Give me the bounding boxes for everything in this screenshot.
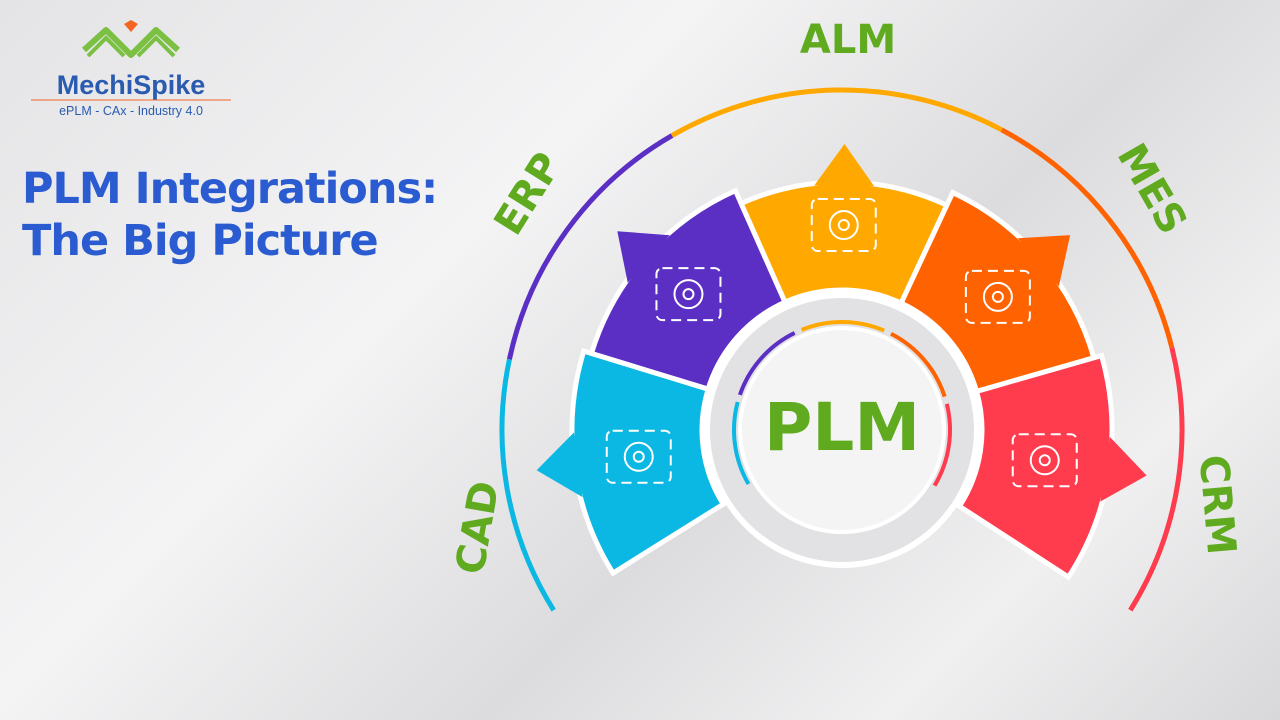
segment-erp[interactable] — [588, 187, 789, 393]
segment-arrow — [617, 231, 670, 283]
cycle-gear-icon — [810, 198, 877, 253]
center-label: PLM — [764, 389, 920, 466]
inner-arc — [732, 320, 952, 487]
segment-arrow — [1100, 437, 1147, 502]
label-erp: ERP — [486, 145, 571, 244]
center-circle — [738, 326, 946, 534]
handshake-icon — [1011, 433, 1078, 488]
segment-crm[interactable] — [955, 352, 1147, 581]
outer-arc-cad — [499, 358, 556, 612]
outer-arc-mes — [1000, 127, 1175, 349]
label-crm: CRM — [1190, 453, 1245, 557]
label-cad: CAD — [447, 478, 509, 578]
label-mes: MES — [1108, 136, 1196, 242]
outer-arc-crm — [1128, 347, 1185, 612]
page-title: PLM Integrations: The Big Picture — [22, 163, 438, 267]
machine-gear-icon — [964, 269, 1031, 324]
segment-arrow — [1017, 235, 1071, 287]
network-people-icon — [655, 267, 722, 322]
segment-cad[interactable] — [536, 347, 727, 577]
outer-arc-erp — [506, 133, 674, 360]
svg-text:ePLM - CAx - Industry 4.0: ePLM - CAx - Industry 4.0 — [59, 104, 203, 118]
segment-wedge — [955, 352, 1115, 581]
title-line-1: PLM Integrations: — [22, 164, 438, 214]
segment-arrow — [814, 144, 875, 187]
outer-arc-alm — [670, 87, 1003, 138]
segment-wedge — [569, 347, 727, 577]
laptop-gear-icon — [605, 429, 672, 484]
mechispike-logo: MechiSpike ePLM - CAx - Industry 4.0 — [31, 20, 231, 118]
svg-text:MechiSpike: MechiSpike — [57, 70, 206, 100]
outer-arc — [499, 87, 1185, 612]
segment-arrow — [536, 432, 583, 498]
title-line-2: The Big Picture — [22, 216, 379, 266]
label-alm: ALM — [800, 17, 896, 63]
